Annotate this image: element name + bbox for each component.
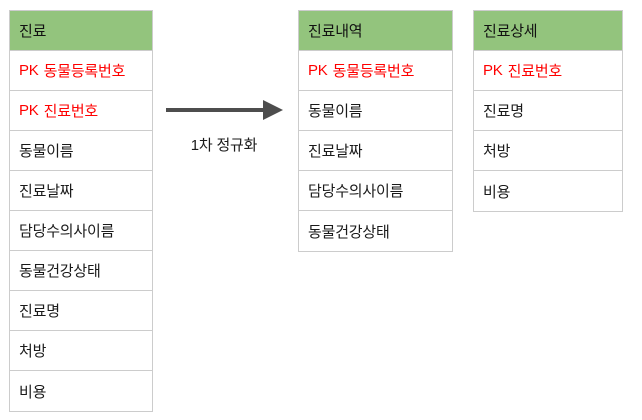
field-label: 동물등록번호 xyxy=(332,63,415,80)
right-arrow-icon xyxy=(166,100,283,120)
entity-field-row: 처방 xyxy=(10,331,152,371)
field-label: 처방 xyxy=(483,143,511,160)
pk-badge: PK xyxy=(19,102,39,119)
entity-header: 진료 xyxy=(10,11,152,51)
entity-field-row: 동물건강상태 xyxy=(299,211,452,251)
entity-field-row: 비용 xyxy=(474,171,622,211)
entity-header: 진료내역 xyxy=(299,11,452,51)
field-label: 동물등록번호 xyxy=(43,63,126,80)
pk-badge: PK xyxy=(19,62,39,79)
entity-table-jinryo-naeyeok[interactable]: 진료내역 PK 동물등록번호 동물이름 진료날짜 담당수의사이름 동물건강상태 xyxy=(298,10,453,252)
field-label: 담당수의사이름 xyxy=(19,223,115,240)
entity-field-row: 처방 xyxy=(474,131,622,171)
entity-field-row: 담당수의사이름 xyxy=(10,211,152,251)
field-label: 담당수의사이름 xyxy=(308,183,404,200)
entity-field-row: PK 진료번호 xyxy=(10,91,152,131)
entity-field-row: 진료명 xyxy=(474,91,622,131)
field-label: 비용 xyxy=(483,183,511,201)
entity-table-jinryo-sangse[interactable]: 진료상세 PK 진료번호 진료명 처방 비용 xyxy=(473,10,623,212)
entity-title: 진료 xyxy=(19,23,47,40)
field-label: 진료날짜 xyxy=(19,183,74,200)
entity-field-row: 진료날짜 xyxy=(299,131,452,171)
field-label: 진료날짜 xyxy=(308,143,363,160)
entity-field-row: 동물이름 xyxy=(299,91,452,131)
field-label: 진료번호 xyxy=(507,63,563,80)
pk-badge: PK xyxy=(483,62,503,79)
arrow-label: 1차 정규화 xyxy=(190,137,258,154)
entity-field-row: PK 동물등록번호 xyxy=(10,51,152,91)
entity-table-jinryo[interactable]: 진료 PK 동물등록번호 PK 진료번호 동물이름 진료날짜 담당수의사이름 동… xyxy=(9,10,153,412)
field-label: 동물이름 xyxy=(19,143,74,160)
field-label: 진료번호 xyxy=(43,103,99,120)
entity-field-row: 비용 xyxy=(10,371,152,411)
field-label: 비용 xyxy=(19,383,47,401)
entity-field-row: 진료날짜 xyxy=(10,171,152,211)
field-label: 진료명 xyxy=(483,103,524,120)
field-label: 처방 xyxy=(19,343,47,360)
normalization-arrow-group: 1차 정규화 xyxy=(163,96,285,166)
field-label: 동물이름 xyxy=(308,103,363,120)
entity-field-row: 동물건강상태 xyxy=(10,251,152,291)
entity-field-row: 동물이름 xyxy=(10,131,152,171)
pk-badge: PK xyxy=(308,62,328,79)
field-label: 동물건강상태 xyxy=(308,223,390,241)
entity-field-row: 담당수의사이름 xyxy=(299,171,452,211)
entity-field-row: PK 동물등록번호 xyxy=(299,51,452,91)
field-label: 동물건강상태 xyxy=(19,263,101,280)
entity-field-row: 진료명 xyxy=(10,291,152,331)
entity-title: 진료내역 xyxy=(308,23,363,40)
entity-title: 진료상세 xyxy=(483,23,538,40)
field-label: 진료명 xyxy=(19,303,60,320)
entity-header: 진료상세 xyxy=(474,11,622,51)
entity-field-row: PK 진료번호 xyxy=(474,51,622,91)
